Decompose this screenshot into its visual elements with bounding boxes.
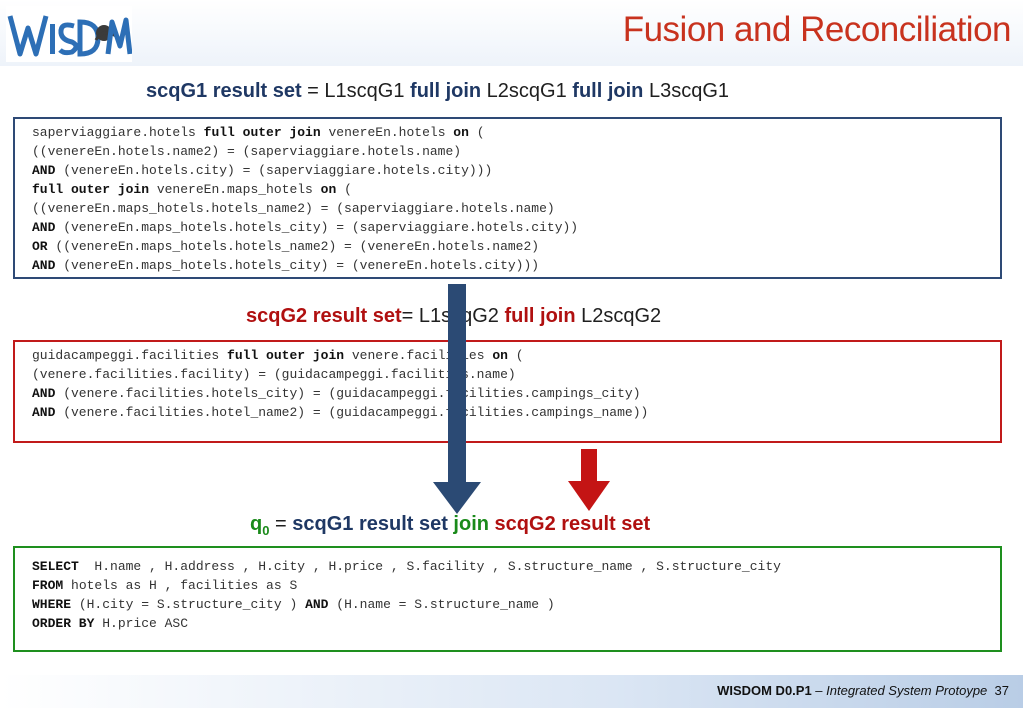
- sql-text: ((venereEn.maps_hotels.hotels_name2) = (…: [47, 239, 540, 254]
- heading1-part-c: L3scqG1: [643, 80, 729, 102]
- heading1-eq: = L1scqG1: [301, 80, 411, 102]
- sql-keyword: AND: [32, 405, 56, 420]
- sql-text: saperviaggiare.hotels: [32, 125, 204, 140]
- sql-text: (venere.facilities.hotel_name2) = (guida…: [55, 405, 649, 420]
- sql-keyword: FROM: [32, 578, 64, 593]
- red-down-arrow-icon: [568, 449, 610, 511]
- code-box-q0-sql: SELECT H.name , H.address , H.city , H.p…: [13, 546, 1002, 652]
- sql-text: venereEn.maps_hotels: [149, 182, 321, 197]
- heading1-fulljoin-1: full join: [410, 80, 482, 102]
- sql-keyword: AND: [305, 597, 329, 612]
- sql-text: (H.name = S.structure_name ): [328, 597, 555, 612]
- code-box-scqg2: guidacampeggi.facilities full outer join…: [13, 340, 1002, 443]
- sql-text: guidacampeggi.facilities: [32, 348, 228, 363]
- code-line: guidacampeggi.facilities full outer join…: [32, 346, 983, 365]
- header-band: [0, 0, 1023, 66]
- sql-keyword: ORDER BY: [32, 616, 95, 631]
- sql-keyword: on: [492, 348, 508, 363]
- sql-keyword: on: [320, 182, 337, 197]
- code-line: (venere.facilities.facility) = (guidacam…: [32, 365, 983, 384]
- sql-keyword: on: [453, 125, 469, 140]
- sql-keyword: AND: [32, 163, 56, 178]
- code-line: ORDER BY H.price ASC: [32, 614, 983, 633]
- sql-text: ((venereEn.maps_hotels.hotels_name2) = (…: [32, 201, 555, 216]
- code-line: AND (venere.facilities.hotels_city) = (g…: [32, 384, 983, 403]
- sql-text: (venereEn.maps_hotels.hotels_city) = (sa…: [55, 220, 579, 235]
- sql-text: ((venereEn.hotels.name2) = (saperviaggia…: [32, 144, 462, 159]
- code-line: FROM hotels as H , facilities as S: [32, 576, 983, 595]
- heading-scqg1: scqG1 result set = L1scqG1 full join L2s…: [146, 80, 729, 103]
- code-line: saperviaggiare.hotels full outer join ve…: [32, 123, 983, 142]
- footer-project: WISDOM D0.P1: [717, 683, 812, 698]
- sql-text: (venereEn.maps_hotels.hotels_city) = (ve…: [55, 258, 540, 273]
- code-line: full outer join venereEn.maps_hotels on …: [32, 180, 983, 199]
- code-box-scqg1: saperviaggiare.hotels full outer join ve…: [13, 117, 1002, 279]
- code-line: ((venereEn.maps_hotels.hotels_name2) = (…: [32, 199, 983, 218]
- heading3-scqg2: scqG2 result set: [494, 513, 651, 535]
- code-line: WHERE (H.city = S.structure_city ) AND (…: [32, 595, 983, 614]
- sql-keyword: full outer join: [203, 125, 321, 140]
- page-number: 37: [994, 683, 1009, 698]
- heading1-label: scqG1 result set: [146, 80, 302, 102]
- wisdom-logo: [6, 6, 132, 62]
- heading-scqg2: scqG2 result set= L1scqG2 full join L2sc…: [246, 305, 661, 328]
- footer: WISDOM D0.P1 – Integrated System Protoyp…: [717, 683, 1009, 698]
- code-line: AND (venereEn.maps_hotels.hotels_city) =…: [32, 218, 983, 237]
- heading3-eq: =: [269, 513, 293, 535]
- blue-down-arrow-icon: [433, 284, 481, 514]
- heading3-scqg1: scqG1 result set: [292, 513, 448, 535]
- sql-keyword: full outer join: [227, 348, 345, 363]
- sql-keyword: AND: [32, 386, 56, 401]
- sql-keyword: AND: [32, 258, 56, 273]
- sql-text: hotels as H , facilities as S: [63, 578, 298, 593]
- code-line: SELECT H.name , H.address , H.city , H.p…: [32, 557, 983, 576]
- sql-text: (: [336, 182, 352, 197]
- sql-text: (venere.facilities.hotels_city) = (guida…: [55, 386, 641, 401]
- sql-text: (H.city = S.structure_city ): [71, 597, 306, 612]
- heading1-part-b: L2scqG1: [481, 80, 573, 102]
- heading3-q-subscript: 0: [262, 523, 270, 538]
- heading2-fulljoin: full join: [504, 305, 576, 327]
- sql-keyword: AND: [32, 220, 56, 235]
- heading3-q-letter: q: [250, 513, 263, 535]
- code-line: AND (venereEn.hotels.city) = (saperviagg…: [32, 161, 983, 180]
- slide-title: Fusion and Reconciliation: [622, 10, 1012, 49]
- footer-subtitle: – Integrated System Protoype: [811, 683, 988, 698]
- heading3-join: join: [447, 513, 495, 535]
- footer-band: [0, 675, 1023, 708]
- sql-text: H.name , H.address , H.city , H.price , …: [78, 559, 781, 574]
- heading3-q: q0: [250, 513, 270, 538]
- sql-keyword: OR: [32, 239, 48, 254]
- sql-text: H.price ASC: [94, 616, 189, 631]
- heading-q0: q0 = scqG1 result set join scqG2 result …: [250, 513, 650, 538]
- heading2-part-b: L2scqG2: [575, 305, 662, 327]
- sql-text: (venereEn.hotels.city) = (saperviaggiare…: [55, 163, 493, 178]
- sql-keyword: SELECT: [32, 559, 79, 574]
- sql-text: venereEn.hotels: [320, 125, 454, 140]
- code-line: AND (venere.facilities.hotel_name2) = (g…: [32, 403, 983, 422]
- sql-text: (: [468, 125, 485, 140]
- sql-keyword: WHERE: [32, 597, 72, 612]
- code-line: ((venereEn.hotels.name2) = (saperviaggia…: [32, 142, 983, 161]
- sql-keyword: full outer join: [32, 182, 150, 197]
- heading2-label: scqG2 result set: [246, 305, 402, 327]
- code-line: AND (venereEn.maps_hotels.hotels_city) =…: [32, 256, 983, 275]
- code-line: OR ((venereEn.maps_hotels.hotels_name2) …: [32, 237, 983, 256]
- heading1-fulljoin-2: full join: [572, 80, 644, 102]
- sql-text: (: [507, 348, 524, 363]
